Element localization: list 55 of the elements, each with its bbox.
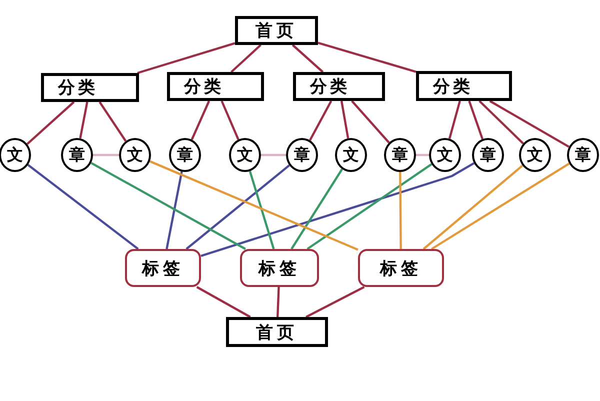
connector-line	[90, 162, 246, 250]
connector-line	[292, 44, 324, 73]
connector-line	[416, 154, 429, 156]
category-box: 分类	[41, 73, 139, 102]
tag-box: 标签	[125, 249, 201, 287]
article-circle: 章	[286, 138, 318, 172]
connector-line	[276, 286, 280, 318]
connector-line	[399, 172, 402, 249]
article-circle: 章	[472, 138, 504, 172]
connector-line	[190, 100, 210, 140]
article-circle: 章	[169, 138, 201, 172]
connector-line	[422, 164, 524, 250]
connector-line	[186, 164, 290, 250]
article-circle: 章	[61, 138, 93, 172]
connector-line	[306, 286, 365, 318]
connector-line	[318, 42, 416, 73]
connector-line	[166, 171, 183, 250]
connector-line	[98, 101, 127, 142]
connector-line	[309, 100, 332, 141]
page-box: 首页	[235, 16, 318, 45]
article-circle: 文	[519, 138, 551, 172]
connector-line	[478, 100, 524, 144]
connector-line	[149, 160, 358, 251]
article-circle: 章	[567, 138, 599, 172]
connector-line	[431, 162, 570, 250]
connector-line	[27, 164, 139, 250]
connector-line	[220, 100, 240, 140]
article-circle: 文	[429, 138, 461, 172]
page-box: 首页	[226, 317, 328, 347]
connector-line	[230, 44, 262, 73]
connector-line	[248, 170, 275, 250]
connector-line	[261, 154, 286, 156]
article-circle: 文	[119, 138, 151, 172]
connector-line	[79, 102, 88, 139]
connector-line	[448, 100, 461, 139]
connector-line	[93, 154, 119, 156]
connector-line	[351, 100, 390, 144]
category-box: 分类	[167, 72, 264, 101]
article-circle: 文	[335, 138, 367, 172]
tag-box: 标签	[240, 249, 319, 287]
article-circle: 章	[384, 138, 416, 172]
connector-line	[196, 286, 251, 318]
connector-line	[340, 100, 350, 138]
connector-line	[306, 163, 432, 250]
connector-line	[468, 100, 484, 140]
article-circle: 文	[229, 138, 261, 172]
connector-line	[200, 162, 475, 257]
connector-line	[290, 168, 343, 250]
connector-line	[26, 101, 75, 145]
article-circle: 文	[0, 138, 31, 172]
category-box: 分类	[293, 72, 385, 101]
connector-line	[489, 100, 570, 148]
connector-line	[137, 42, 236, 74]
tag-box: 标签	[358, 249, 444, 287]
category-box: 分类	[416, 71, 512, 101]
